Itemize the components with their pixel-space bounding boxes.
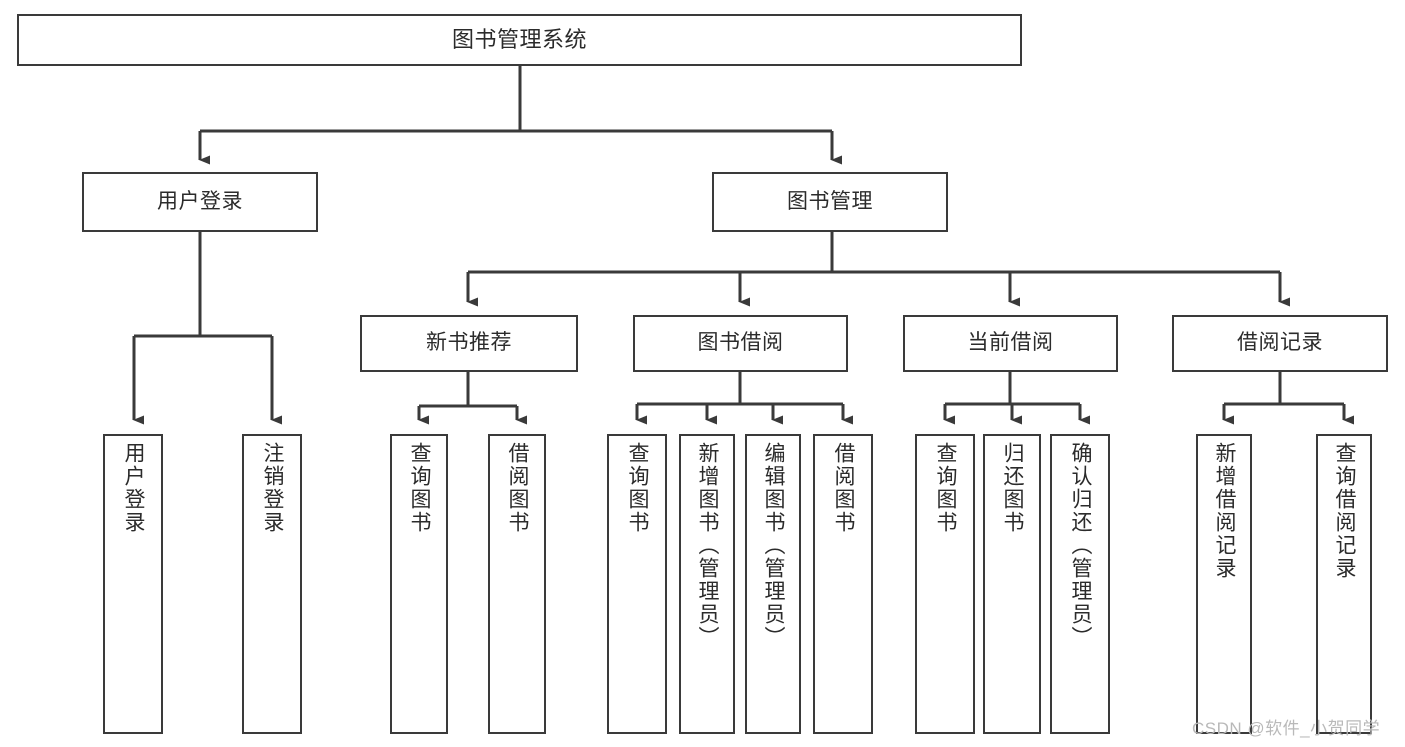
node-leaf-edit-book[interactable]: 编辑图书（管理员） xyxy=(745,434,801,734)
node-leaf-query-book-1[interactable]: 查询图书 xyxy=(390,434,448,734)
node-label: 借阅图书 xyxy=(506,442,530,534)
node-label: 用户登录 xyxy=(157,189,243,213)
node-leaf-return-book[interactable]: 归还图书 xyxy=(983,434,1041,734)
node-root-system[interactable]: 图书管理系统 xyxy=(17,14,1022,66)
node-leaf-borrow-book-1[interactable]: 借阅图书 xyxy=(488,434,546,734)
node-label: 编辑图书（管理员） xyxy=(762,442,786,649)
node-leaf-add-record[interactable]: 新增借阅记录 xyxy=(1196,434,1252,734)
node-label: 确认归还（管理员） xyxy=(1069,442,1093,649)
node-user-login[interactable]: 用户登录 xyxy=(82,172,318,232)
node-label: 图书管理 xyxy=(787,189,873,213)
node-label: 当前借阅 xyxy=(967,331,1054,355)
node-leaf-user-logout[interactable]: 注销登录 xyxy=(242,434,302,734)
node-label: 新增借阅记录 xyxy=(1213,442,1237,580)
node-leaf-add-book[interactable]: 新增图书（管理员） xyxy=(679,434,735,734)
node-label: 查询借阅记录 xyxy=(1333,442,1357,580)
node-leaf-query-book-3[interactable]: 查询图书 xyxy=(915,434,975,734)
node-label: 新书推荐 xyxy=(426,331,512,355)
node-label: 借阅记录 xyxy=(1237,331,1323,355)
node-label: 借阅图书 xyxy=(832,442,856,534)
node-label: 用户登录 xyxy=(122,442,146,534)
node-label: 查询图书 xyxy=(934,442,958,534)
watermark-text: CSDN @软件_小贺同学 xyxy=(1192,719,1381,738)
node-leaf-query-record[interactable]: 查询借阅记录 xyxy=(1316,434,1372,734)
node-new-book-rec[interactable]: 新书推荐 xyxy=(360,315,578,372)
node-leaf-borrow-book-2[interactable]: 借阅图书 xyxy=(813,434,873,734)
node-book-manage[interactable]: 图书管理 xyxy=(712,172,948,232)
node-label: 新增图书（管理员） xyxy=(696,442,720,649)
node-label: 图书借阅 xyxy=(697,331,784,355)
node-label: 图书管理系统 xyxy=(451,27,587,53)
node-leaf-query-book-2[interactable]: 查询图书 xyxy=(607,434,667,734)
node-leaf-confirm-return[interactable]: 确认归还（管理员） xyxy=(1050,434,1110,734)
node-leaf-user-login[interactable]: 用户登录 xyxy=(103,434,163,734)
node-label: 查询图书 xyxy=(408,442,432,534)
node-label: 查询图书 xyxy=(626,442,650,534)
node-current-borrow[interactable]: 当前借阅 xyxy=(903,315,1118,372)
node-label: 注销登录 xyxy=(261,442,285,534)
node-borrow-record[interactable]: 借阅记录 xyxy=(1172,315,1388,372)
node-label: 归还图书 xyxy=(1001,442,1025,534)
node-book-borrow[interactable]: 图书借阅 xyxy=(633,315,848,372)
